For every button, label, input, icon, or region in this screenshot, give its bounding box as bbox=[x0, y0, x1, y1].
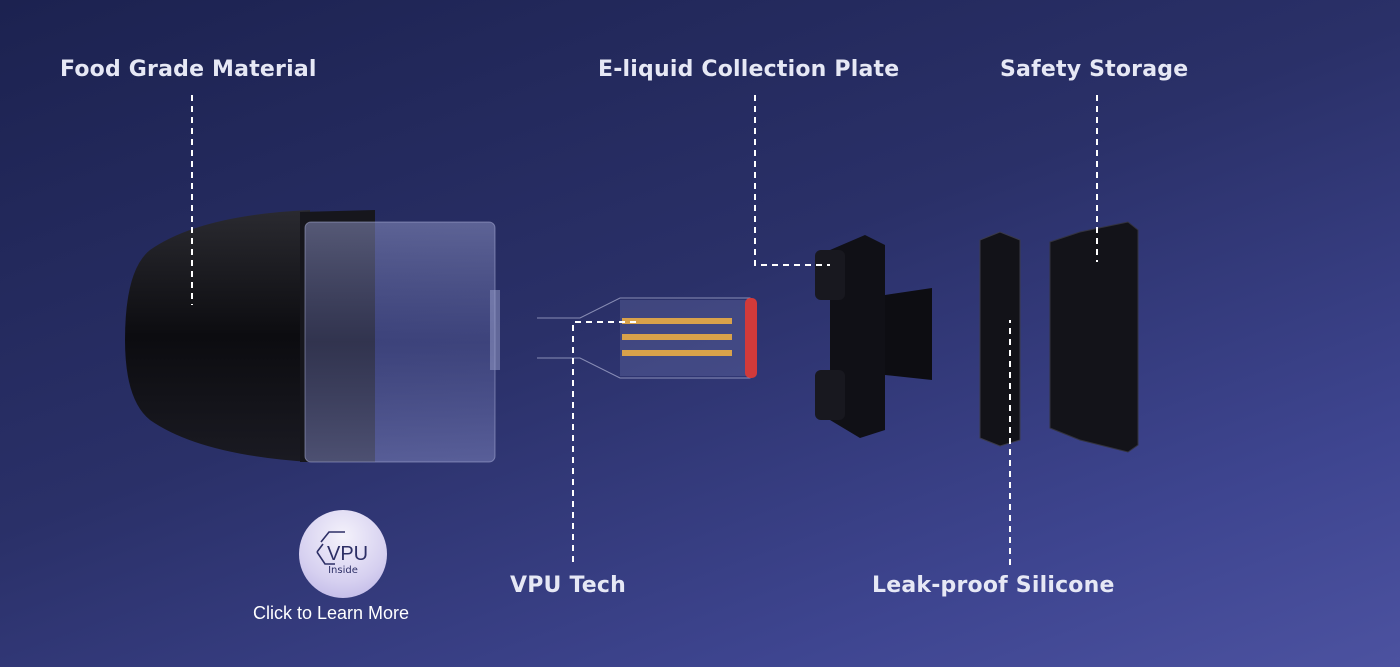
label-vpu-tech: VPU Tech bbox=[510, 573, 626, 598]
clear-tank bbox=[304, 221, 500, 463]
label-safety-storage: Safety Storage bbox=[1000, 57, 1189, 82]
label-leak-proof-silicone: Leak-proof Silicone bbox=[872, 573, 1115, 598]
badge-logo-text: VPU bbox=[327, 543, 368, 565]
vpu-inside-badge[interactable]: VPU Inside bbox=[299, 510, 387, 598]
collection-plate bbox=[815, 235, 932, 438]
badge-sub-text: Inside bbox=[328, 565, 358, 576]
learn-more-link[interactable]: Click to Learn More bbox=[253, 603, 410, 623]
label-collection-plate: E-liquid Collection Plate bbox=[598, 57, 900, 82]
label-food-grade-material: Food Grade Material bbox=[60, 57, 317, 82]
silicone-seal bbox=[979, 231, 1021, 447]
vpu-logo-icon: VPU bbox=[316, 531, 368, 565]
vpu-coil bbox=[537, 297, 757, 379]
leader-lines bbox=[191, 95, 1098, 565]
safety-storage-part bbox=[1049, 221, 1139, 453]
